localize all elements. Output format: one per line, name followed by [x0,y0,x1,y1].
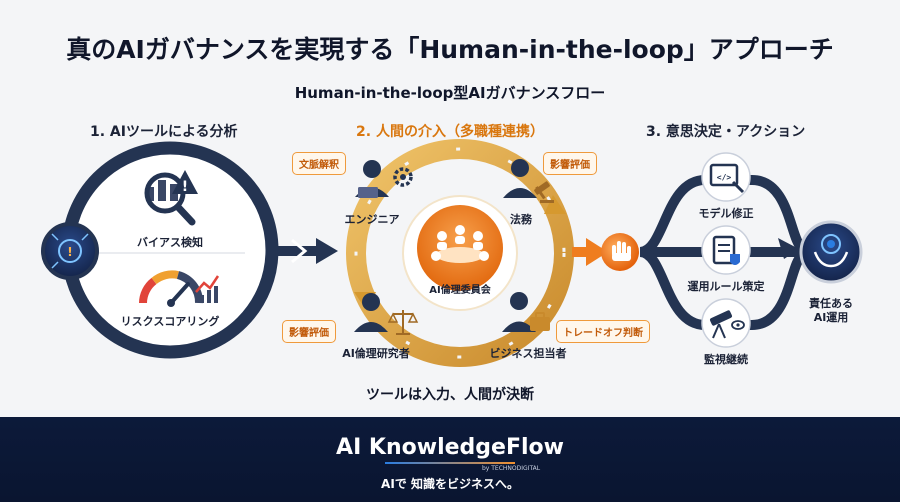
footer-band [0,417,900,502]
committee-meeting-icon [431,225,489,263]
section-heading-decision: 3. 意思決定・アクション [646,124,806,140]
brand-name: AI KnowledgeFlow [336,435,564,460]
tag-impact-assessment-ethics: 影響評価 [282,320,336,343]
role-label-business: ビジネス担当者 [489,347,567,360]
section-heading-human: 2. 人間の介入（多職種連携） [356,124,544,140]
brand-underline [385,462,515,464]
flow-caption: ツールは入力、人間が決断 [366,387,534,403]
role-label-engineer: エンジニア [344,213,400,226]
action-label-model-fix: モデル修正 [698,207,754,220]
action-label-operation-rules: 運用ルール策定 [687,280,765,293]
brand-byline: by TECHNODIGITAL [482,465,541,472]
tag-context-interpretation: 文脈解釈 [292,152,346,175]
ethics-committee-label: AI倫理委員会 [429,285,491,296]
governance-flow-diagram: ! ! [41,139,863,367]
role-label-legal: 法務 [510,213,532,226]
diagram-subtitle: Human-in-the-loop型AIガバナンスフロー [294,84,606,102]
ai-analysis-node: ! [41,222,99,280]
role-label-ethics-researcher: AI倫理研究者 [342,347,410,360]
engineer-icon [355,160,413,198]
human-decision-node [601,233,639,271]
model-fix-icon: </> [701,152,751,202]
human-loop-ring [346,139,574,367]
action-label-monitoring: 監視継続 [704,353,748,366]
svg-text:</>: </> [717,173,732,182]
section-heading-tools: 1. AIツールによる分析 [90,124,238,140]
business-person-icon [502,292,550,332]
operation-rules-icon [701,225,751,275]
tag-tradeoff-judgment: トレードオフ判断 [556,320,650,343]
tool-label-bias: バイアス検知 [137,236,203,249]
legal-icon [503,159,554,203]
tag-impact-assessment-legal: 影響評価 [543,152,597,175]
flow-arrow-1 [270,238,338,264]
ethics-researcher-icon [354,293,419,335]
page-title: 真のAIガバナンスを実現する「Human-in-the-loop」アプローチ [66,35,834,64]
monitoring-icon [701,298,751,348]
svg-text:!: ! [67,245,72,259]
responsible-ai-node [799,220,863,284]
risk-gauge-icon [139,270,220,307]
tool-label-risk: リスクスコアリング [120,315,220,328]
result-label-line1: 責任ある [809,297,853,310]
bias-detection-icon: ! [144,170,198,226]
flow-arrow-2 [572,238,608,266]
svg-text:!: ! [182,179,188,195]
result-label-line2: AI運用 [813,311,849,324]
brand-tagline: AIで 知識をビジネスへ。 [381,477,519,491]
